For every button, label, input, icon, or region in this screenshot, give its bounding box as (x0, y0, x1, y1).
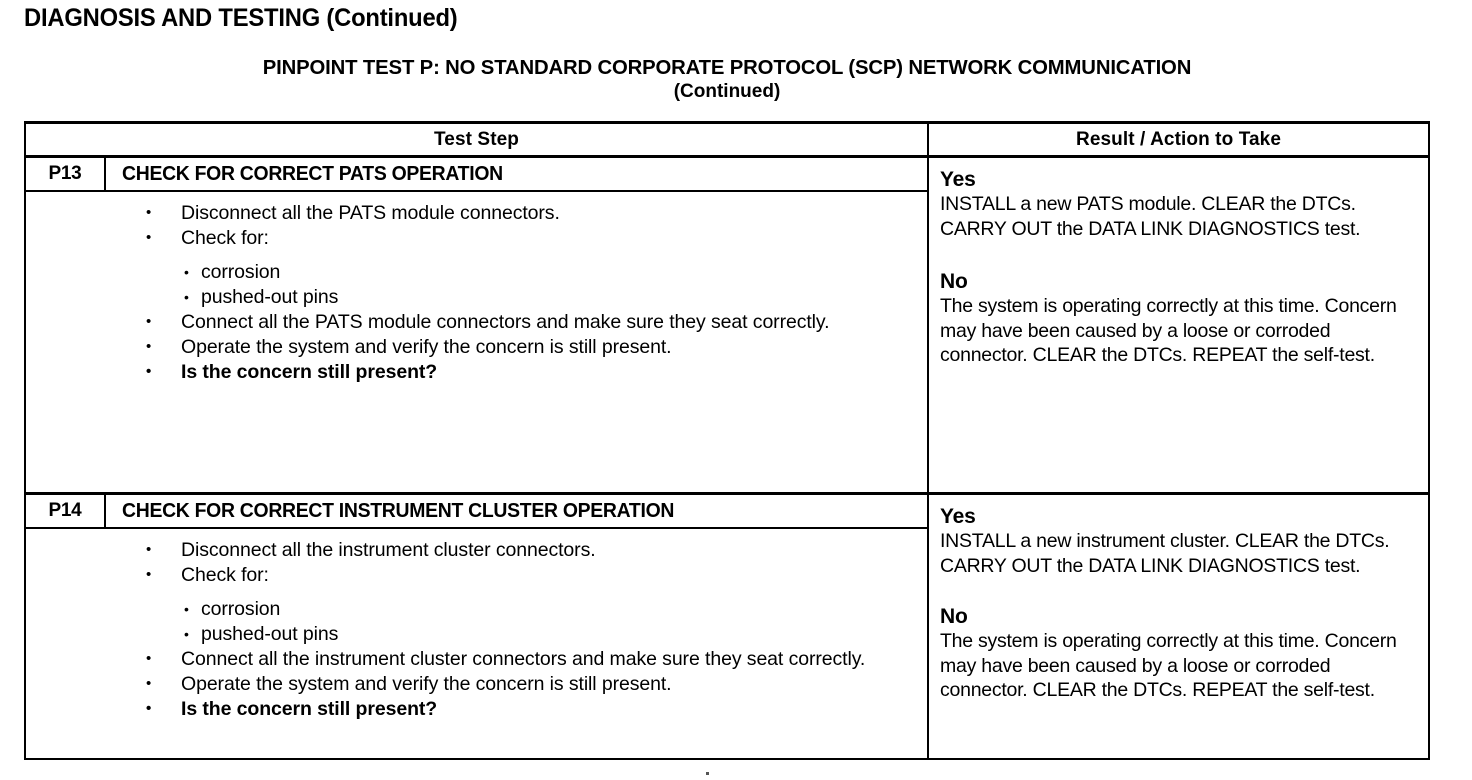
list-item: Is the concern still present? (26, 359, 917, 385)
list-item: Disconnect all the PATS module connector… (26, 200, 917, 226)
pinpoint-test-continued: (Continued) (673, 81, 781, 102)
list-item: Operate the system and verify the concer… (26, 334, 917, 360)
list-item: corrosion (26, 259, 917, 285)
step-title-cell: CHECK FOR CORRECT INSTRUMENT CLUSTER OPE… (106, 495, 927, 527)
step-title-row: P13 CHECK FOR CORRECT PATS OPERATION (26, 158, 927, 192)
result-action-text: INSTALL a new PATS module. CLEAR the DTC… (940, 193, 1361, 240)
list-item: pushed-out pins (26, 284, 917, 310)
result-group-yes: Yes INSTALL a new PATS module. CLEAR the… (940, 167, 1420, 241)
page-artifact-mark (706, 772, 709, 775)
step-bullet-list: Disconnect all the instrument cluster co… (26, 537, 917, 722)
pinpoint-test-heading: PINPOINT TEST P: NO STANDARD CORPORATE P… (24, 56, 1430, 103)
step-code-cell: P13 (26, 158, 106, 190)
list-item: Check for: (26, 562, 917, 588)
list-item: Disconnect all the instrument cluster co… (26, 537, 917, 563)
result-spacer (940, 241, 1420, 269)
list-spacer (26, 251, 917, 260)
list-item: Connect all the PATS module connectors a… (26, 309, 917, 335)
result-spacer (940, 578, 1420, 604)
result-answer-label: Yes (940, 505, 976, 528)
pinpoint-test-table: Test Step Result / Action to Take P13 CH… (24, 121, 1430, 760)
result-group-no: No The system is operating correctly at … (940, 604, 1420, 703)
result-action-text: The system is operating correctly at thi… (940, 630, 1397, 701)
step-title-row: P14 CHECK FOR CORRECT INSTRUMENT CLUSTER… (26, 495, 927, 529)
step-title: CHECK FOR CORRECT PATS OPERATION (122, 162, 503, 185)
list-item: Operate the system and verify the concer… (26, 671, 917, 697)
step-code: P13 (48, 163, 82, 184)
result-answer-label: No (940, 270, 968, 293)
result-answer-label: No (940, 605, 968, 628)
table-header-row: Test Step Result / Action to Take (26, 124, 1428, 158)
result-group-no: No The system is operating correctly at … (940, 269, 1420, 368)
page-title: DIAGNOSIS AND TESTING (Continued) (24, 4, 458, 32)
list-item: corrosion (26, 596, 917, 622)
result-answer-label: Yes (940, 168, 976, 191)
step-body: Disconnect all the instrument cluster co… (26, 529, 927, 758)
step-body: Disconnect all the PATS module connector… (26, 192, 927, 492)
table-header-result-action: Result / Action to Take (929, 124, 1428, 155)
step-bullet-list: Disconnect all the PATS module connector… (26, 200, 917, 385)
step-title: CHECK FOR CORRECT INSTRUMENT CLUSTER OPE… (122, 499, 675, 522)
list-item: pushed-out pins (26, 621, 917, 647)
step-code-cell: P14 (26, 495, 106, 527)
pinpoint-test-title: PINPOINT TEST P: NO STANDARD CORPORATE P… (262, 56, 1192, 79)
table-header-result-action-label: Result / Action to Take (1076, 128, 1281, 150)
list-item: Connect all the instrument cluster conne… (26, 646, 917, 672)
step-code: P14 (48, 500, 82, 521)
step-test-column: P14 CHECK FOR CORRECT INSTRUMENT CLUSTER… (26, 495, 929, 758)
step-test-column: P13 CHECK FOR CORRECT PATS OPERATION Dis… (26, 158, 929, 492)
row-divider (26, 492, 1428, 495)
list-item: Is the concern still present? (26, 696, 917, 722)
list-spacer (26, 588, 917, 597)
table-row: P13 CHECK FOR CORRECT PATS OPERATION Dis… (26, 158, 1428, 492)
step-result-column: Yes INSTALL a new instrument cluster. CL… (929, 495, 1428, 758)
step-result-column: Yes INSTALL a new PATS module. CLEAR the… (929, 158, 1428, 492)
table-header-test-step: Test Step (26, 124, 929, 155)
result-group-yes: Yes INSTALL a new instrument cluster. CL… (940, 504, 1420, 578)
table-row: P14 CHECK FOR CORRECT INSTRUMENT CLUSTER… (26, 495, 1428, 758)
list-item: Check for: (26, 225, 917, 251)
result-action-text: The system is operating correctly at thi… (940, 295, 1397, 366)
step-title-cell: CHECK FOR CORRECT PATS OPERATION (106, 158, 927, 190)
result-action-text: INSTALL a new instrument cluster. CLEAR … (940, 530, 1390, 577)
table-header-test-step-label: Test Step (433, 128, 519, 150)
